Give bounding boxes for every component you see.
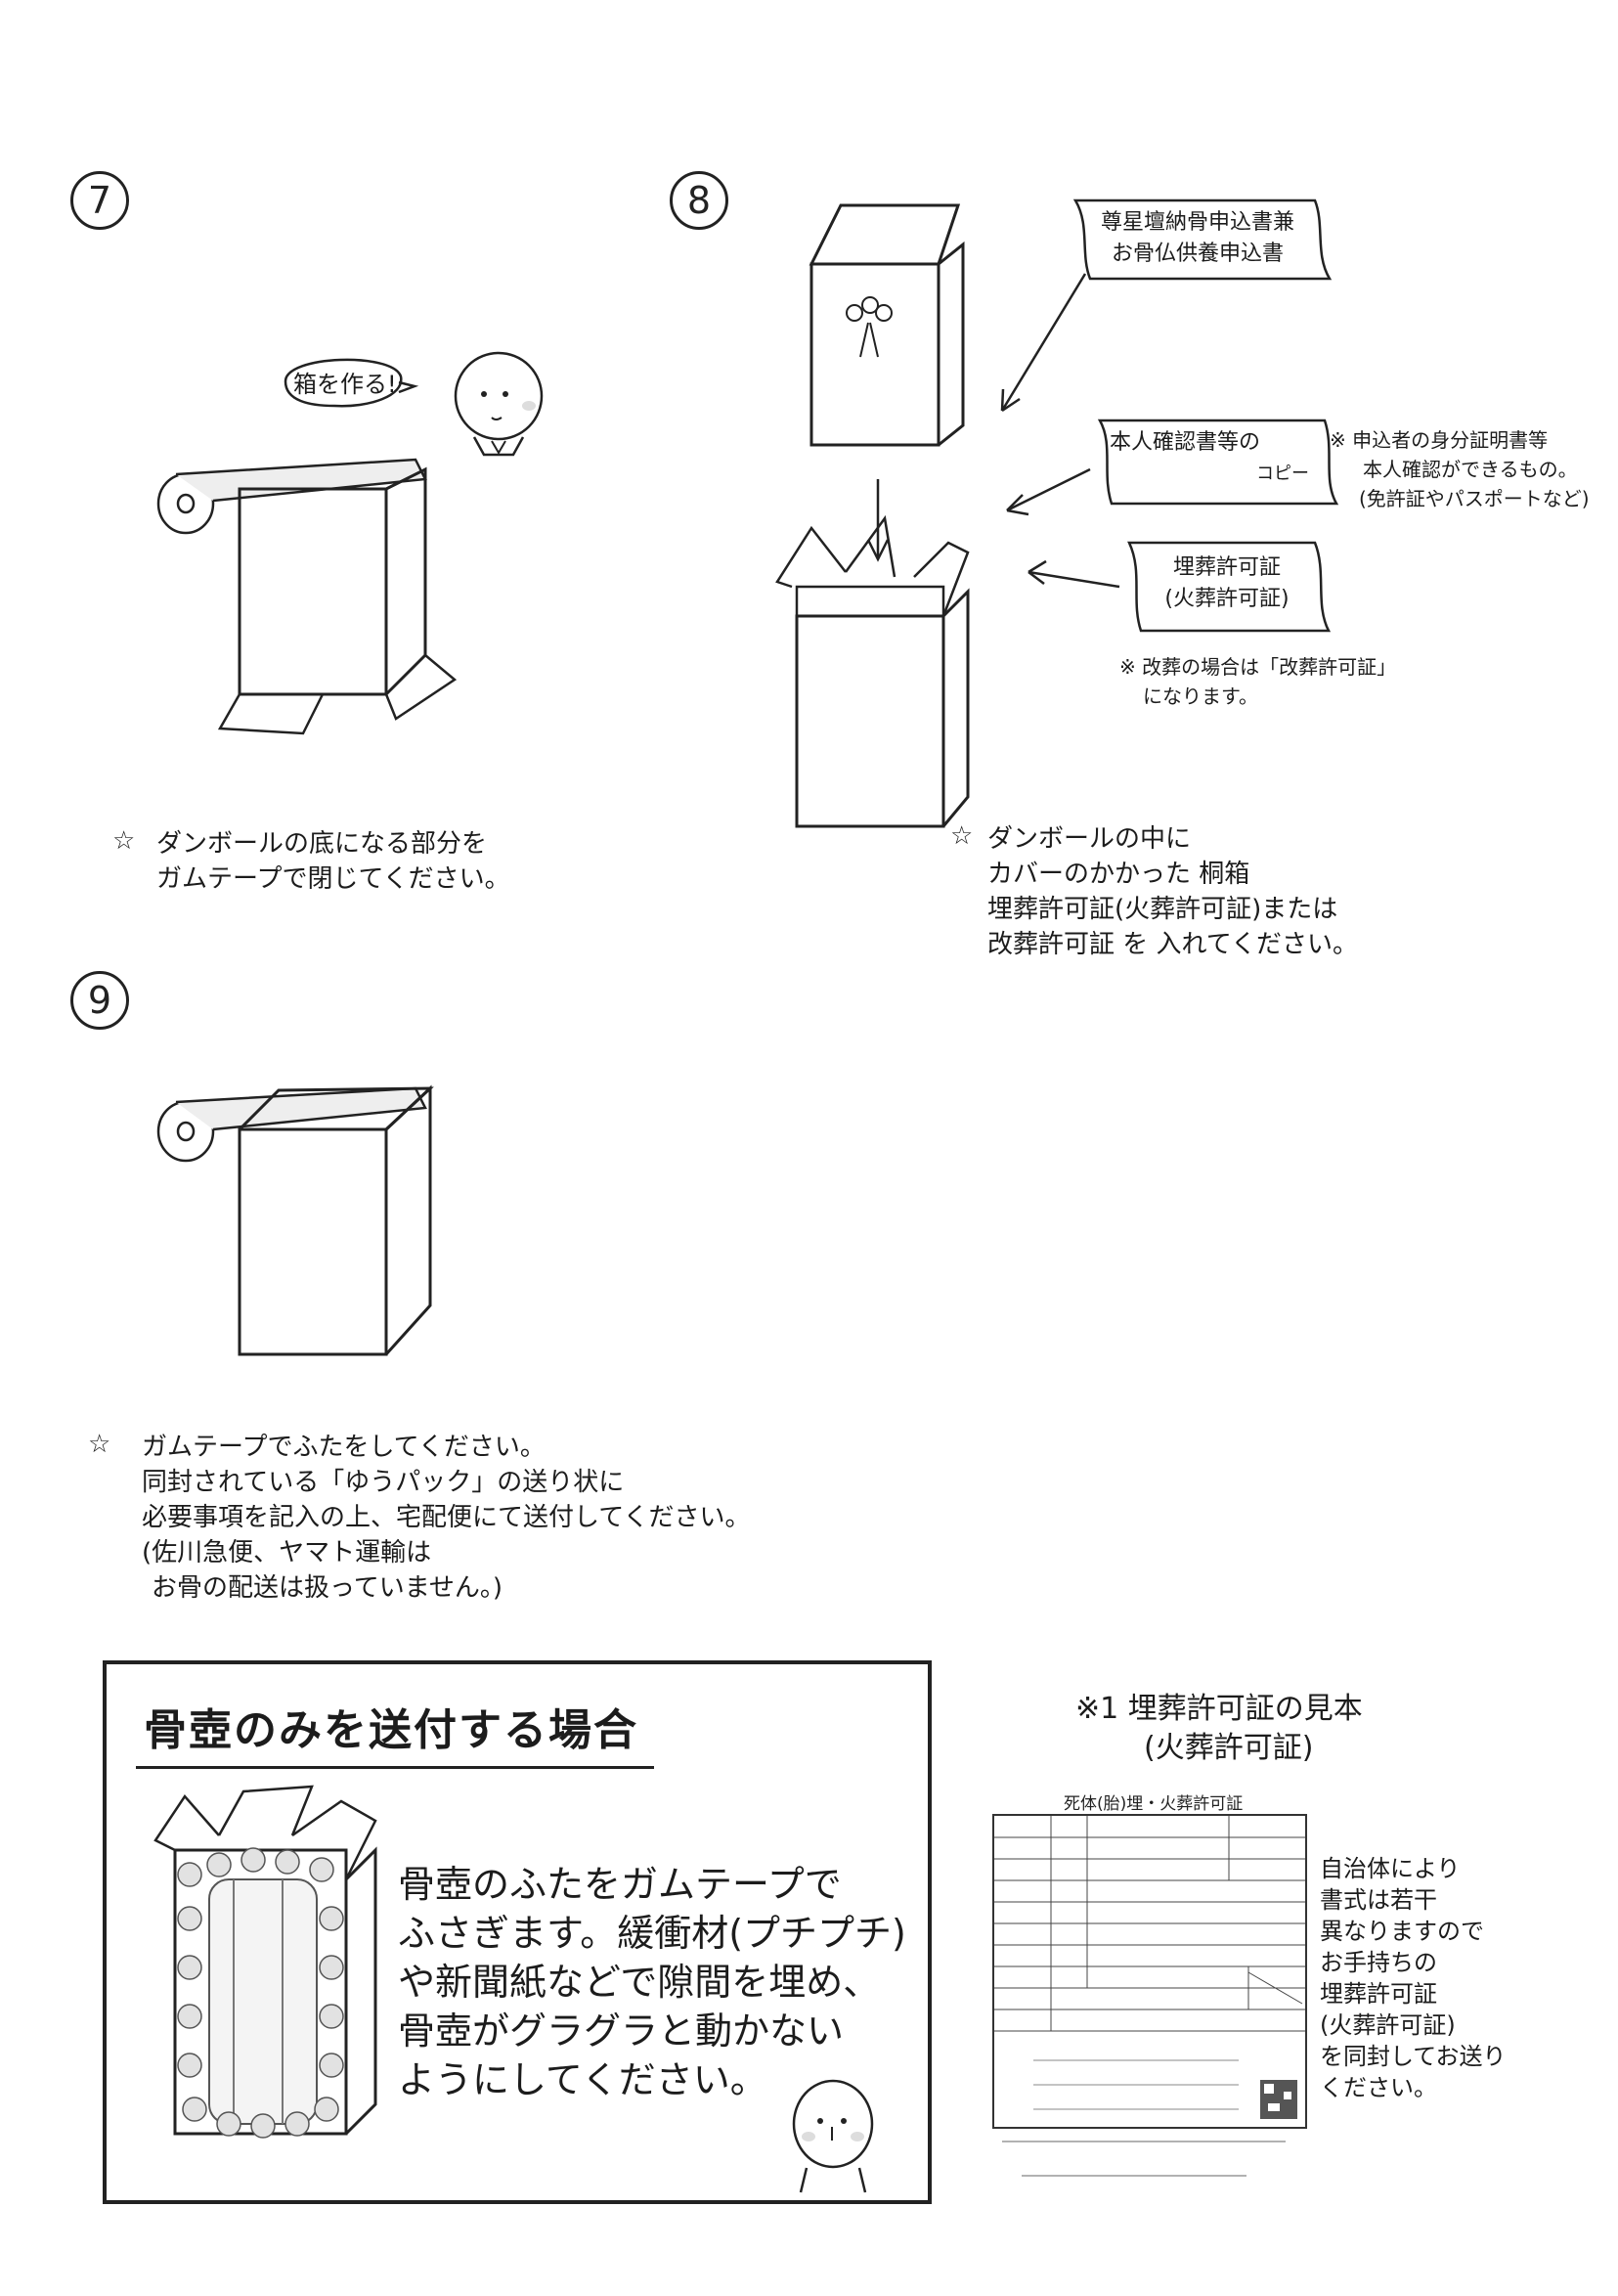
note-line: ガムテープでふたをしてください。 (142, 1433, 546, 1462)
monk-character-icon (454, 351, 544, 457)
certificate-footer-lines (1002, 2141, 1286, 2177)
sample-caption: ※1 埋葬許可証の見本 (火葬許可証) (1075, 1690, 1363, 1768)
urn-in-box-illustration (153, 1785, 377, 2139)
note-line: 必要事項を記入の上、宅配便にて送付してください。 (142, 1503, 751, 1532)
step-7-number: 7 (70, 171, 129, 230)
step-8-note: ダンボールの中に カバーのかかった 桐箱 埋葬許可証(火葬許可証)または 改葬許… (987, 821, 1358, 962)
sample-side-note: 自治体により 書式は若干 異なりますので お手持ちの 埋葬許可証 (火葬許可証)… (1320, 1853, 1507, 2103)
label-line: 尊星壇納骨申込書兼 (1100, 210, 1294, 235)
panel-text-line: ようにしてください。 (398, 2058, 767, 2101)
title-underline (136, 1766, 654, 1769)
side-note-line: ください。 (1320, 2074, 1437, 2101)
step-8-number: 8 (670, 171, 728, 230)
side-note-line: 自治体により (1320, 1855, 1461, 1882)
note-line: ダンボールの中に (987, 824, 1192, 854)
side-note-line: 異なりますので (1320, 1918, 1484, 1945)
side-note-line: お手持ちの (1320, 1949, 1437, 1976)
note-line: ダンボールの底になる部分を (156, 829, 488, 859)
id-note-line: 本人確認ができるもの。 (1363, 458, 1578, 481)
certificate-form-grid (994, 1816, 1305, 2119)
permit-note-line: になります。 (1143, 684, 1258, 708)
step-8-note-star: ☆ (950, 821, 974, 851)
label-line: お骨仏供養申込書 (1111, 242, 1284, 266)
burial-permit-tag-icon (1127, 541, 1332, 633)
id-copy-label: 本人確認書等の コピー (1110, 427, 1334, 490)
side-note-line: を同封してお送り (1320, 2043, 1507, 2070)
side-note-line: (火葬許可証) (1320, 2011, 1456, 2039)
note-line: 改葬許可証 を 入れてください。 (987, 930, 1358, 959)
note-line: ガムテープで閉じてください。 (156, 864, 510, 894)
id-copy-tag-icon (1097, 419, 1339, 506)
note-line: 埋葬許可証(火葬許可証)または (987, 895, 1338, 924)
certificate-title: 死体(胎)埋・火葬許可証 (1064, 1794, 1244, 1814)
note-line: お骨の配送は扱っていません。) (152, 1573, 503, 1603)
application-form-label: 尊星壇納骨申込書兼 お骨仏供養申込書 (1075, 207, 1320, 270)
side-note-line: 埋葬許可証 (1320, 1980, 1437, 2008)
id-note: ※ 申込者の身分証明書等 本人確認ができるもの。 (免許証やパスポートなど) (1330, 425, 1590, 513)
speech-bubble-icon (284, 358, 419, 408)
permit-note: ※ 改葬の場合は「改葬許可証」 になります。 (1119, 652, 1396, 711)
step-7-bubble-text: 箱を作る! (293, 371, 397, 398)
step-7-note: ダンボールの底になる部分を ガムテープで閉じてください。 (156, 826, 510, 897)
panel-text-line: や新聞紙などで隙間を埋め、 (398, 1961, 881, 2004)
urn-only-panel: 骨壺のみを送付する場合 骨壺のふたをガムテープで ふさぎます。緩衝材(プチプチ)… (103, 1660, 932, 2204)
side-note-line: 書式は若干 (1320, 1886, 1437, 1914)
label-line: 埋葬許可証 (1172, 555, 1281, 580)
step-9-number: 9 (70, 971, 129, 1030)
label-line: 本人確認書等の (1110, 430, 1261, 455)
note-line: 同封されている「ゆうパック」の送り状に (142, 1468, 625, 1497)
monk-character-icon (792, 2079, 874, 2193)
note-line: カバーのかかった 桐箱 (987, 860, 1250, 889)
burial-permit-label: 埋葬許可証 (火葬許可証) (1134, 552, 1320, 615)
id-note-line: (免許証やパスポートなど) (1359, 487, 1590, 510)
sealed-box-with-tape-illustration (156, 1084, 434, 1356)
step-9-note: ガムテープでふたをしてください。 同封されている「ゆうパック」の送り状に 必要事… (142, 1430, 750, 1606)
permit-note-line: ※ 改葬の場合は「改葬許可証」 (1119, 655, 1397, 679)
id-note-line: ※ 申込者の身分証明書等 (1330, 428, 1549, 452)
caption-line: ※1 埋葬許可証の見本 (1075, 1692, 1363, 1726)
panel-text-line: ふさぎます。緩衝材(プチプチ) (398, 1912, 906, 1955)
application-form-tag-icon (1072, 199, 1333, 281)
step-9-note-star: ☆ (88, 1430, 111, 1459)
open-cardboard-box-illustration (775, 514, 970, 828)
open-box-with-tape-illustration (156, 458, 458, 735)
step-7-note-star: ☆ (112, 826, 136, 856)
panel-text-line: 骨壺がグラグラと動かない (398, 2009, 845, 2053)
label-line: コピー (1256, 464, 1309, 484)
label-line: (火葬許可証) (1164, 587, 1290, 611)
kiri-box-covered-illustration (809, 203, 965, 447)
caption-line: (火葬許可証) (1144, 1731, 1314, 1765)
panel-text-line: 骨壺のふたをガムテープで (398, 1863, 842, 1906)
sample-certificate (992, 1814, 1307, 2129)
note-line: (佐川急便、ヤマト運輸は (142, 1538, 432, 1567)
urn-panel-text: 骨壺のふたをガムテープで ふさぎます。緩衝材(プチプチ) や新聞紙などで隙間を埋… (398, 1860, 906, 2104)
arrows-icon (866, 273, 1120, 589)
urn-panel-title: 骨壺のみを送付する場合 (144, 1705, 638, 1755)
